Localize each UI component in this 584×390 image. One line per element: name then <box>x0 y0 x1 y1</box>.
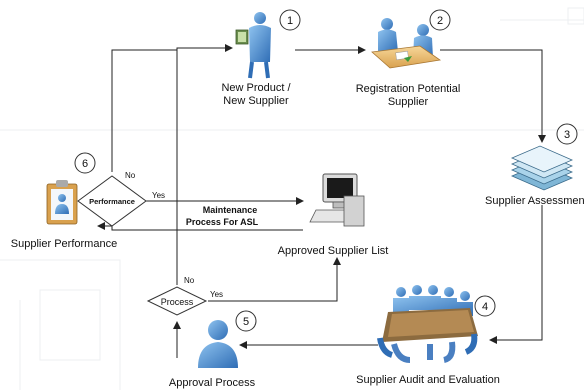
node-registration-label-line2: Supplier <box>388 96 429 108</box>
document-stack-icon <box>510 145 574 191</box>
decision-performance-yes: Yes <box>152 191 165 200</box>
node-supplier-assessment: 3 Supplier Assessment <box>485 123 584 207</box>
meeting-table-icon <box>371 18 442 69</box>
step-number-6-text: 6 <box>82 158 88 170</box>
decision-performance: Performance No Yes <box>77 171 165 227</box>
node-approved-supplier-list-label: Approved Supplier List <box>278 245 389 257</box>
decision-process-label: Process <box>161 297 194 307</box>
node-audit-label: Supplier Audit and Evaluation <box>356 374 500 386</box>
step-number-4 <box>474 295 496 317</box>
conference-table-icon <box>377 285 478 363</box>
step-number-1 <box>279 9 301 31</box>
node-new-product-label-line1: New Product / <box>221 82 291 94</box>
node-new-product-label-line2: New Supplier <box>223 95 289 107</box>
step-number-3 <box>556 123 578 145</box>
step-number-5 <box>235 310 257 332</box>
step-number-2-text: 2 <box>437 15 443 27</box>
step-number-2 <box>429 9 451 31</box>
node-supplier-assessment-label: Supplier Assessment <box>485 195 584 207</box>
decision-performance-no: No <box>125 171 136 180</box>
maintenance-label-line2: Process For ASL <box>186 217 259 227</box>
node-approved-supplier-list: Approved Supplier List <box>278 173 389 257</box>
step-number-6 <box>74 152 96 174</box>
node-new-product: 1 New Product / New Supplier <box>221 9 301 107</box>
node-registration: 2 Registration Potential Supplier <box>356 9 461 108</box>
step-number-3-text: 3 <box>564 129 570 141</box>
person-icon <box>198 320 238 368</box>
decision-process-yes: Yes <box>210 290 223 299</box>
background-pattern <box>0 7 584 390</box>
step-number-4-text: 4 <box>482 301 488 313</box>
computer-icon <box>309 173 365 227</box>
person-with-document-icon <box>235 12 271 79</box>
decision-performance-label: Performance <box>89 197 135 206</box>
step-number-1-text: 1 <box>287 15 293 27</box>
node-approval: 5 Approval Process <box>169 310 257 389</box>
node-supplier-performance: 6 Supplier Performance <box>11 152 117 250</box>
node-approval-label: Approval Process <box>169 377 256 389</box>
flow-connectors <box>97 44 546 358</box>
node-supplier-performance-label: Supplier Performance <box>11 238 117 250</box>
decision-process: Process No Yes <box>146 276 223 316</box>
step-number-5-text: 5 <box>243 316 249 328</box>
decision-process-no: No <box>184 276 195 285</box>
node-audit: 4 Supplier Audit and Evaluation <box>356 285 500 386</box>
maintenance-label-line1: Maintenance <box>203 205 258 215</box>
node-registration-label-line1: Registration Potential <box>356 83 461 95</box>
clipboard-icon <box>46 180 78 225</box>
